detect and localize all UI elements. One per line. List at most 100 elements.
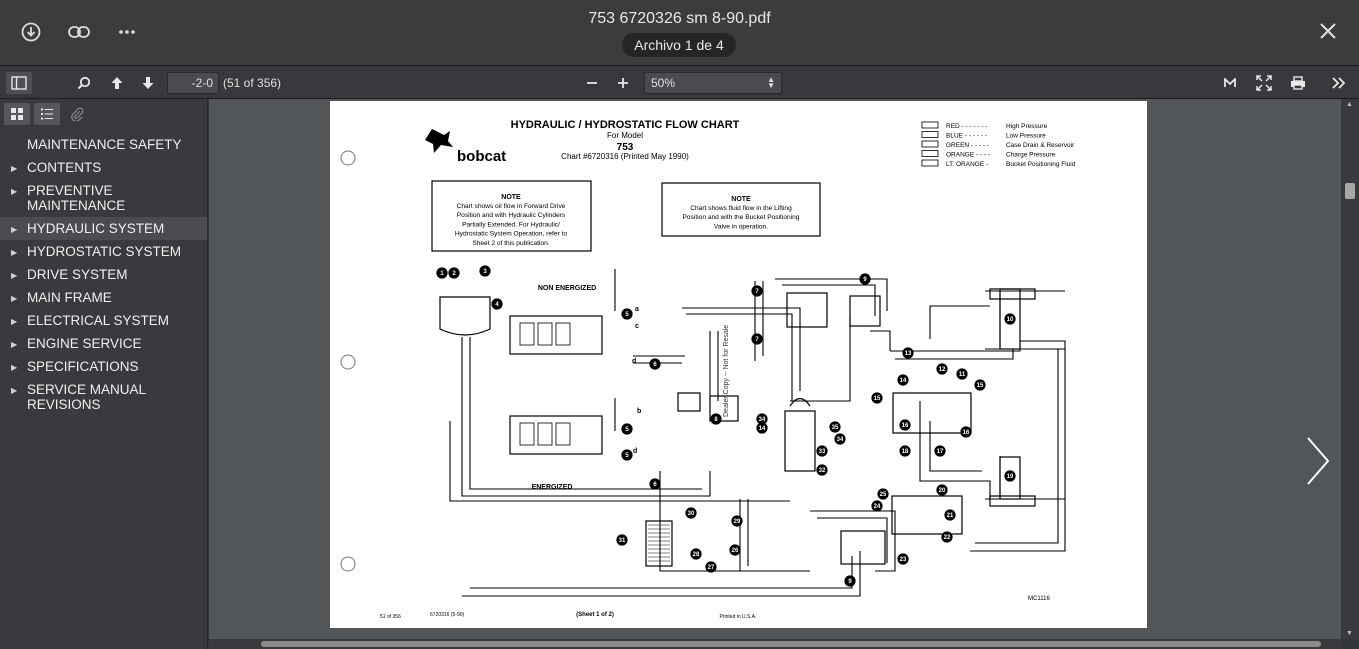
watermark-text: Dealer Copy -- Not for Resale bbox=[723, 325, 730, 417]
oil-cooler bbox=[645, 520, 673, 567]
callout-number: 25 bbox=[880, 492, 887, 498]
callout-number: 7 bbox=[755, 337, 759, 343]
outline-item[interactable]: ▶ HYDRAULIC SYSTEM bbox=[0, 217, 207, 240]
more-tools-icon[interactable] bbox=[1327, 72, 1351, 94]
legend-meaning: Case Drain & Reservoir bbox=[1006, 142, 1075, 149]
expand-arrow-icon[interactable]: ▶ bbox=[11, 294, 18, 303]
callout-dot bbox=[974, 379, 986, 391]
next-document-arrow[interactable] bbox=[1302, 434, 1332, 488]
callout-marker: 34 bbox=[834, 433, 846, 445]
callout-dot bbox=[897, 374, 909, 386]
flow-chart-drawing: bobcat HYDRAULIC / HYDROSTATIC FLOW CHAR… bbox=[340, 119, 1076, 620]
callout-dot bbox=[871, 392, 883, 404]
callout-dot bbox=[944, 509, 956, 521]
zoom-select[interactable]: 50% ▲▼ bbox=[644, 72, 782, 94]
previous-page-icon[interactable] bbox=[105, 72, 129, 94]
hydraulic-components bbox=[439, 288, 1036, 567]
vertical-scrollbar[interactable]: ▲ ▼ bbox=[1341, 99, 1359, 639]
expand-arrow-icon[interactable]: ▶ bbox=[11, 248, 18, 257]
note1-line: Chart shows oil flow in Forward Drive bbox=[457, 203, 566, 210]
callout-number: 20 bbox=[939, 488, 946, 494]
expand-arrow-icon[interactable]: ▶ bbox=[11, 187, 18, 196]
model-number: 753 bbox=[617, 142, 634, 153]
horizontal-scrollbar[interactable] bbox=[209, 639, 1341, 649]
document-outline: MAINTENANCE SAFETY▶CONTENTS▶PREVENTIVE M… bbox=[0, 133, 207, 416]
outline-item[interactable]: ▶SPECIFICATIONS bbox=[0, 355, 207, 378]
search-icon[interactable] bbox=[72, 72, 96, 94]
callout-number: 3 bbox=[483, 269, 487, 275]
expand-arrow-icon[interactable]: ▶ bbox=[11, 386, 18, 395]
callout-marker: 17 bbox=[934, 445, 946, 457]
callout-number: 1 bbox=[440, 271, 444, 277]
link-icon[interactable] bbox=[67, 20, 91, 44]
outline-item[interactable]: ▶ENGINE SERVICE bbox=[0, 332, 207, 355]
hydraulic-line bbox=[686, 313, 793, 401]
print-icon[interactable] bbox=[1286, 72, 1310, 94]
outline-item[interactable]: ▶PREVENTIVE MAINTENANCE bbox=[0, 179, 207, 217]
callout-marker: 7 bbox=[751, 333, 763, 345]
callout-letter: a bbox=[635, 306, 639, 313]
page-number-input[interactable]: -2-0 bbox=[167, 72, 219, 94]
more-icon[interactable] bbox=[115, 20, 139, 44]
outline-item[interactable]: ▶DRIVE SYSTEM bbox=[0, 263, 207, 286]
outline-item[interactable]: ▶CONTENTS bbox=[0, 156, 207, 179]
callout-marker: 1 bbox=[436, 267, 448, 279]
callout-number: 15 bbox=[874, 396, 881, 402]
note2-line: Position and with the Bucket Positioning bbox=[683, 214, 800, 221]
expand-arrow-icon[interactable]: ▶ bbox=[11, 340, 18, 349]
label-non-energized: NON ENERGIZED bbox=[538, 285, 596, 292]
outline-item[interactable]: MAINTENANCE SAFETY bbox=[0, 133, 207, 156]
expand-arrow-icon[interactable]: ▶ bbox=[11, 363, 18, 372]
callout-number: 5 bbox=[625, 427, 629, 433]
callout-marker: 35 bbox=[829, 421, 841, 433]
legend-color: ORANGE - - - - bbox=[946, 152, 990, 159]
hydraulic-line bbox=[449, 421, 790, 502]
outline-item[interactable]: ▶MAIN FRAME bbox=[0, 286, 207, 309]
zoom-out-icon[interactable] bbox=[580, 72, 604, 94]
expand-arrow-icon[interactable]: ▶ bbox=[11, 271, 18, 280]
note1-line: Hydrostatic System Operation, refer to bbox=[455, 231, 567, 238]
callout-marker: 6 bbox=[649, 478, 661, 490]
close-icon[interactable] bbox=[1317, 20, 1339, 42]
callout-number: 7 bbox=[755, 289, 759, 295]
callout-marker: 24 bbox=[871, 500, 883, 512]
callout-marker: 27 bbox=[705, 561, 717, 573]
callout-marker: 16 bbox=[960, 426, 972, 438]
expand-arrow-icon[interactable]: ▶ bbox=[11, 225, 18, 234]
callout-letter: c bbox=[635, 323, 639, 330]
expand-arrow-icon[interactable]: ▶ bbox=[11, 164, 18, 173]
zoom-in-icon[interactable] bbox=[611, 72, 635, 94]
hydraulic-line bbox=[775, 278, 888, 311]
callout-number: 4 bbox=[495, 302, 499, 308]
text-selection-icon[interactable] bbox=[1218, 72, 1242, 94]
outline-item-label: HYDRAULIC SYSTEM bbox=[27, 221, 165, 236]
outline-item[interactable]: ▶ELECTRICAL SYSTEM bbox=[0, 309, 207, 332]
horizontal-scroll-thumb[interactable] bbox=[261, 641, 1321, 647]
legend-meaning: Charge Pressure bbox=[1006, 152, 1056, 159]
callout-dot bbox=[705, 561, 717, 573]
fullscreen-icon[interactable] bbox=[1252, 72, 1276, 94]
expand-arrow-icon[interactable]: ▶ bbox=[11, 317, 18, 326]
callout-dot bbox=[621, 449, 633, 461]
thumbnails-icon[interactable] bbox=[4, 103, 30, 125]
callout-number: 2 bbox=[452, 271, 456, 277]
download-icon[interactable] bbox=[19, 20, 43, 44]
scroll-down-icon[interactable]: ▼ bbox=[1346, 630, 1353, 637]
scroll-up-icon[interactable]: ▲ bbox=[1346, 101, 1353, 108]
valve-block bbox=[709, 395, 739, 422]
vertical-scroll-thumb[interactable] bbox=[1345, 183, 1355, 199]
callout-dot bbox=[436, 267, 448, 279]
callout-number: 30 bbox=[688, 511, 695, 517]
hydraulic-line bbox=[919, 401, 991, 501]
reservoir-tank bbox=[439, 296, 491, 336]
outline-item[interactable]: ▶HYDROSTATIC SYSTEM bbox=[0, 240, 207, 263]
sidebar-toggle-icon[interactable] bbox=[6, 72, 32, 94]
outline-item[interactable]: ▶SERVICE MANUAL REVISIONS bbox=[0, 378, 207, 416]
next-page-icon[interactable] bbox=[136, 72, 160, 94]
callout-marker: 19 bbox=[1004, 470, 1016, 482]
document-view[interactable]: bobcat HYDRAULIC / HYDROSTATIC FLOW CHAR… bbox=[209, 99, 1341, 639]
outline-icon[interactable] bbox=[34, 103, 60, 125]
callout-dot bbox=[649, 358, 661, 370]
attachments-icon[interactable] bbox=[64, 103, 90, 125]
legend-meaning: High Pressure bbox=[1006, 123, 1048, 130]
